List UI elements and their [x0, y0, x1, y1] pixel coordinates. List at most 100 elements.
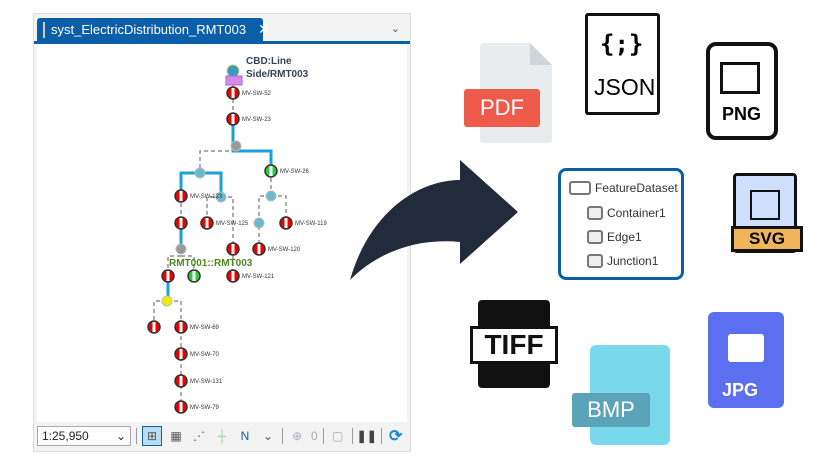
tree-root-label: FeatureDataset	[595, 181, 678, 195]
container-icon[interactable]	[225, 75, 243, 86]
json-file-icon: {;} JSON	[585, 13, 660, 115]
switch-label: MV-SW-121	[242, 274, 275, 280]
container-icon	[587, 206, 603, 220]
tree-root[interactable]: FeatureDataset	[569, 181, 678, 195]
switch-bar	[231, 88, 235, 98]
switch-bar	[269, 166, 273, 176]
zoom-selection-icon[interactable]: ⊕	[291, 429, 303, 443]
add-to-diagram-icon[interactable]: ⊞	[142, 426, 162, 446]
switch-bar	[166, 271, 170, 281]
scale-select[interactable]: 1:25,950 ⌄	[37, 426, 131, 446]
tab-diagram[interactable]: syst_ElectricDistribution_RMT003 ✕	[37, 18, 270, 41]
switch-bar	[284, 218, 288, 228]
switch-label: MV-SW-69	[190, 325, 220, 331]
separator	[380, 428, 382, 444]
switch-bar	[231, 114, 235, 124]
node-group	[225, 64, 243, 86]
tree-item-label: Junction1	[607, 254, 659, 268]
diagram-icon	[43, 21, 45, 38]
tree-item[interactable]: Junction1	[587, 254, 658, 268]
separator	[282, 428, 283, 444]
svg-label: SVG	[731, 226, 803, 252]
junction-icon[interactable]	[230, 140, 242, 152]
junction-icon[interactable]	[253, 217, 265, 229]
jpg-file-icon: JPG	[708, 312, 784, 408]
root-label: CBD:Line	[246, 56, 292, 67]
switch-label: MV-SW-131	[190, 379, 223, 385]
tree-item-label: Edge1	[607, 230, 642, 244]
switch-label: MV-SW-70	[190, 352, 220, 358]
pdf-label: PDF	[464, 89, 540, 127]
snap-icon[interactable]: ┼	[217, 429, 227, 443]
switch-label: MV-SW-120	[268, 247, 301, 253]
tab-title: syst_ElectricDistribution_RMT003	[51, 22, 247, 37]
separator	[351, 428, 353, 444]
switch-bar	[192, 271, 196, 281]
junction-group	[161, 140, 277, 307]
chevron-down-icon[interactable]: ⌄	[262, 429, 274, 443]
pause-icon[interactable]: ❚❚	[356, 429, 377, 443]
layout-icon[interactable]: ⋰	[193, 429, 205, 443]
tree-item[interactable]: Container1	[587, 206, 666, 220]
diagram-panel: syst_ElectricDistribution_RMT003 ✕ ⌄ MV-…	[33, 13, 411, 452]
junction-icon	[587, 254, 603, 268]
png-file-icon: PNG	[706, 42, 778, 140]
bmp-file-icon: BMP	[572, 345, 670, 445]
edge-icon	[587, 230, 603, 244]
switch-bar	[231, 244, 235, 254]
export-arrow-icon	[350, 160, 518, 280]
filter-icon[interactable]: ▢	[332, 429, 344, 443]
separator	[322, 428, 324, 444]
separator	[136, 428, 137, 444]
switch-bar	[179, 349, 183, 359]
junction-icon[interactable]	[194, 167, 206, 179]
chevron-down-icon[interactable]: ⌄	[390, 23, 400, 35]
chevron-down-icon: ⌄	[115, 429, 126, 443]
north-arrow-icon[interactable]: N	[240, 429, 250, 443]
grid-icon[interactable]: ▦	[170, 429, 182, 443]
svg-file-icon: SVG	[731, 173, 803, 253]
tree-item[interactable]: Edge1	[587, 230, 642, 244]
switch-bar	[179, 376, 183, 386]
json-glyph: {;}	[600, 30, 644, 58]
tiff-file-icon: TIFF	[470, 300, 558, 388]
switch-label: MV-SW-52	[242, 91, 272, 97]
switch-bar	[257, 244, 261, 254]
switch-bar	[179, 322, 183, 332]
switch-bar	[152, 322, 156, 332]
image-icon	[720, 62, 760, 94]
vector-icon	[750, 190, 780, 220]
scale-value: 1:25,950	[42, 429, 89, 443]
junction-icon[interactable]	[215, 191, 227, 203]
bmp-label: BMP	[572, 393, 650, 427]
network-diagram: MV-SW-52MV-SW-23MV-SW-26MV-SW-123MV-SW-1…	[147, 56, 327, 414]
dataset-icon	[569, 181, 591, 195]
switch-bar	[179, 191, 183, 201]
toolbar: 1:25,950 ⌄ ⊞ ▦ ⋰ ┼ N ⌄ ⊕ 0 ▢ ❚❚ ⟳	[37, 424, 407, 448]
jpg-label: JPG	[722, 380, 759, 400]
junction-icon[interactable]	[161, 295, 173, 307]
image-icon	[728, 334, 764, 362]
switch-group: MV-SW-52MV-SW-23MV-SW-26MV-SW-123MV-SW-1…	[147, 86, 327, 414]
switch-label: MV-SW-23	[242, 117, 272, 123]
tiff-label: TIFF	[470, 326, 558, 364]
switch-label: MV-SW-26	[280, 169, 310, 175]
junction-icon[interactable]	[265, 190, 277, 202]
junction-icon[interactable]	[175, 243, 187, 255]
close-icon[interactable]: ✕	[258, 21, 270, 37]
switch-bar	[231, 271, 235, 281]
feature-dataset-tree: FeatureDataset Container1 Edge1 Junction…	[558, 168, 684, 280]
root-label-2: Side/RMT003	[246, 69, 309, 80]
container-label: RMT001::RMT003	[169, 258, 253, 269]
json-label: JSON	[594, 74, 656, 100]
refresh-icon[interactable]: ⟳	[388, 428, 403, 445]
tree-item-label: Container1	[607, 206, 666, 220]
switch-label: MV-SW-123	[190, 194, 223, 200]
energized-connections	[166, 119, 273, 301]
switch-bar	[205, 218, 209, 228]
switch-label: MV-SW-119	[295, 221, 327, 227]
selection-count: 0	[311, 429, 318, 443]
source-junction-icon[interactable]	[226, 64, 240, 78]
switch-label: MV-SW-125	[216, 221, 249, 227]
